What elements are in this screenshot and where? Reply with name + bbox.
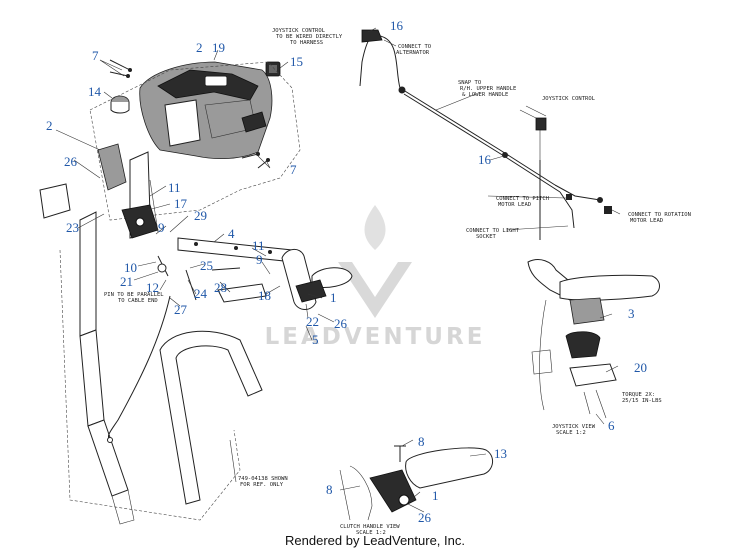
callout-7: 7 xyxy=(290,162,297,177)
watermark-text: LEADVENTURE xyxy=(265,324,486,350)
note-joystick-view-2: SCALE 1:2 xyxy=(556,430,586,436)
note-light-2: SOCKET xyxy=(476,234,497,240)
dash-outline xyxy=(89,61,301,221)
callout-21: 21 xyxy=(120,274,133,289)
callout-7: 7 xyxy=(92,48,99,63)
clutch-handle-view xyxy=(339,445,493,521)
callout-10: 10 xyxy=(124,260,137,275)
callout-16: 16 xyxy=(478,152,492,167)
note-joystick-view-1: JOYSTICK VIEW xyxy=(552,424,596,430)
callout-26: 26 xyxy=(418,510,432,525)
note-snap-2: R/H. UPPER HANDLE xyxy=(460,86,516,92)
dash-panel-housing xyxy=(139,61,273,160)
note-rotation-1: CONNECT TO ROTATION xyxy=(628,212,691,218)
callout-8: 8 xyxy=(326,482,333,497)
note-shown-ref-2: FOR REF. ONLY xyxy=(240,482,284,488)
footer-credit: Rendered by LeadVenture, Inc. xyxy=(285,533,465,548)
callout-26: 26 xyxy=(334,316,348,331)
callout-16: 16 xyxy=(390,18,404,33)
callout-3: 3 xyxy=(628,306,635,321)
note-alternator-2: ALTERNATOR xyxy=(396,50,430,56)
side-panel xyxy=(39,143,127,219)
pivot-bracket xyxy=(121,179,159,239)
note-torque-2: 25/15 IN-LBS xyxy=(622,398,662,404)
note-joystick-wired-3: TO HARNESS xyxy=(290,40,323,46)
note-snap-3: & LOWER HANDLE xyxy=(462,92,508,98)
callout-6: 6 xyxy=(608,418,615,433)
callout-4: 4 xyxy=(228,226,235,241)
linkage xyxy=(157,255,267,303)
wire-harness xyxy=(359,29,612,240)
callouts: 1 1 2 2 3 4 5 6 7 7 8 8 9 9 10 11 11 12 … xyxy=(46,18,647,525)
callout-19: 19 xyxy=(212,40,225,55)
callout-1: 1 xyxy=(330,290,337,305)
callout-20: 20 xyxy=(634,360,647,375)
callout-15: 15 xyxy=(290,54,303,69)
handle-reference-outline xyxy=(59,249,241,521)
note-pitch-1: CONNECT TO PITCH xyxy=(496,196,549,202)
callout-17: 17 xyxy=(174,196,188,211)
note-pin-2: TO CABLE END xyxy=(118,298,158,304)
callout-25: 25 xyxy=(200,258,213,273)
screws xyxy=(109,59,270,169)
note-torque-1: TORQUE 2X: xyxy=(622,392,655,398)
callout-2: 2 xyxy=(196,40,203,55)
callout-29: 29 xyxy=(194,208,207,223)
leader-lines xyxy=(55,27,621,513)
callout-14: 14 xyxy=(88,84,102,99)
callout-13: 13 xyxy=(494,446,507,461)
note-pin-1: PIN TO BE PARALLEL xyxy=(104,292,164,298)
note-clutch-view-1: CLUTCH HANDLE VIEW xyxy=(340,524,400,530)
knob xyxy=(110,95,130,114)
shift-rod xyxy=(177,237,295,263)
note-joystick-control: JOYSTICK CONTROL xyxy=(542,96,596,102)
callout-26: 26 xyxy=(64,154,78,169)
note-joystick-wired-2: TO BE WIRED DIRECTLY xyxy=(276,34,343,40)
callout-23: 23 xyxy=(66,220,79,235)
callout-27: 27 xyxy=(174,302,188,317)
callout-18: 18 xyxy=(258,288,271,303)
leadventure-watermark: LEADVENTURE xyxy=(265,205,486,350)
note-rotation-2: MOTOR LEAD xyxy=(630,218,663,224)
notes: JOYSTICK CONTROL TO BE WIRED DIRECTLY TO… xyxy=(104,28,691,536)
note-snap-1: SNAP TO xyxy=(458,80,481,86)
callout-24: 24 xyxy=(194,286,208,301)
joystick-connector xyxy=(265,61,281,77)
callout-9: 9 xyxy=(256,252,263,267)
callout-22: 22 xyxy=(306,314,319,329)
callout-11: 11 xyxy=(252,238,265,253)
joystick-view xyxy=(527,259,660,419)
callout-28: 28 xyxy=(214,280,227,295)
note-joystick-wired-1: JOYSTICK CONTROL xyxy=(272,28,326,34)
note-shown-ref-1: 749-04138 SHOWN xyxy=(238,476,288,482)
callout-12: 12 xyxy=(146,280,159,295)
note-alternator-1: CONNECT TO xyxy=(398,44,431,50)
note-clutch-view-2: SCALE 1:2 xyxy=(356,530,386,536)
right-grip xyxy=(281,249,353,310)
note-light-1: CONNECT TO LIGHT xyxy=(466,228,520,234)
lower-handle xyxy=(79,329,263,525)
cable xyxy=(107,295,171,441)
callout-2: 2 xyxy=(46,118,53,133)
callout-9: 9 xyxy=(158,220,165,235)
note-pitch-2: MOTOR LEAD xyxy=(498,202,531,208)
callout-5: 5 xyxy=(312,332,319,347)
callout-1: 1 xyxy=(432,488,439,503)
callout-11: 11 xyxy=(168,180,181,195)
callout-8: 8 xyxy=(418,434,425,449)
